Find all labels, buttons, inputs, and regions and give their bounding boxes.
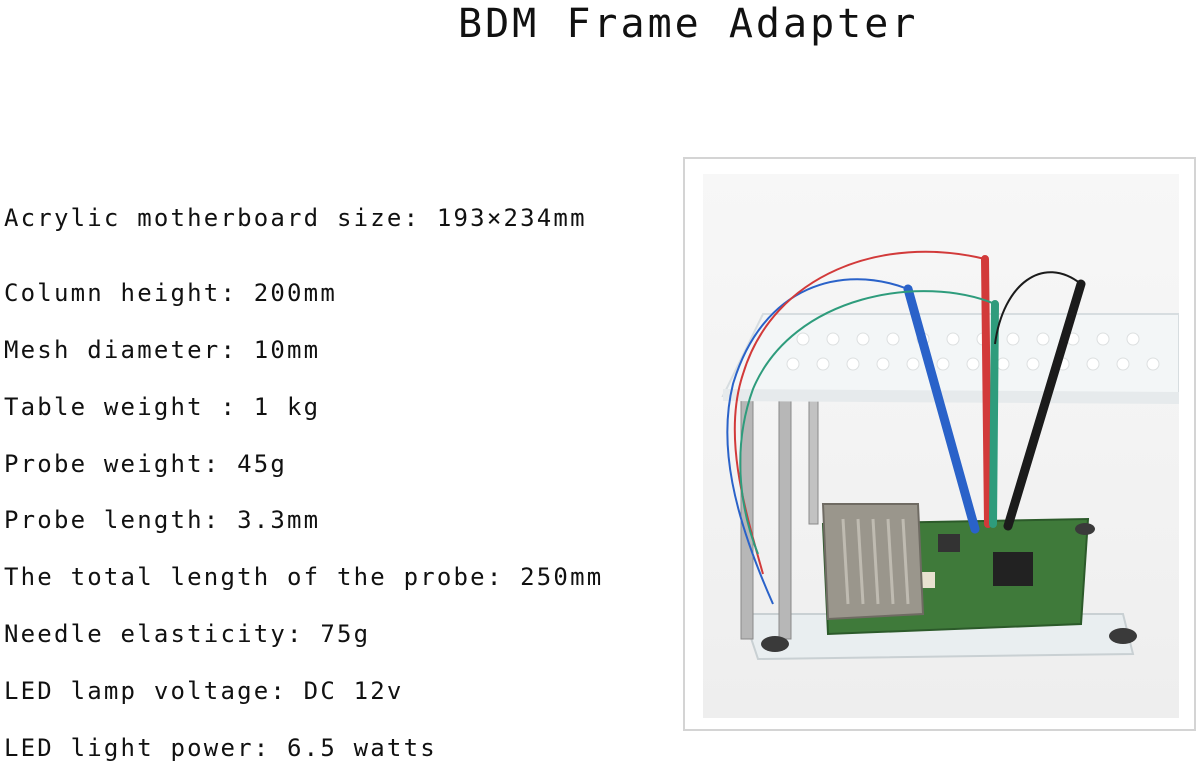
spec-item: Acrylic motherboard size: 193×234mm — [4, 204, 587, 232]
probe-black — [1003, 279, 1086, 531]
connector-pins — [841, 518, 910, 605]
pcb-capacitor — [938, 534, 960, 552]
spec-item: Mesh diameter: 10mm — [4, 336, 321, 364]
top-acrylic-plate — [721, 313, 1179, 401]
rubber-feet — [761, 523, 1137, 652]
probe-blue — [903, 284, 980, 534]
spec-item: Column height: 200mm — [4, 279, 337, 307]
top-plate-edge — [723, 389, 1179, 404]
pcb-chip — [993, 552, 1033, 586]
spec-item: Probe length: 3.3mm — [4, 506, 321, 534]
probe-green — [989, 300, 999, 528]
product-photo-frame — [683, 157, 1196, 731]
product-photo — [703, 174, 1179, 718]
spec-item: LED lamp voltage: DC 12v — [4, 677, 404, 705]
spec-item: Probe weight: 45g — [4, 450, 288, 478]
bdm-frame-illustration — [721, 250, 1179, 661]
spec-item: Table weight : 1 kg — [4, 393, 321, 421]
probe-red — [981, 255, 992, 528]
spec-item: LED light power: 6.5 watts — [4, 734, 437, 762]
spec-item: The total length of the probe: 250mm — [4, 563, 604, 591]
wire-blue — [726, 278, 909, 605]
page-title: BDM Frame Adapter — [458, 1, 919, 47]
spec-item: Needle elasticity: 75g — [4, 620, 371, 648]
wire-green — [739, 290, 996, 555]
wire-black — [994, 271, 1082, 345]
